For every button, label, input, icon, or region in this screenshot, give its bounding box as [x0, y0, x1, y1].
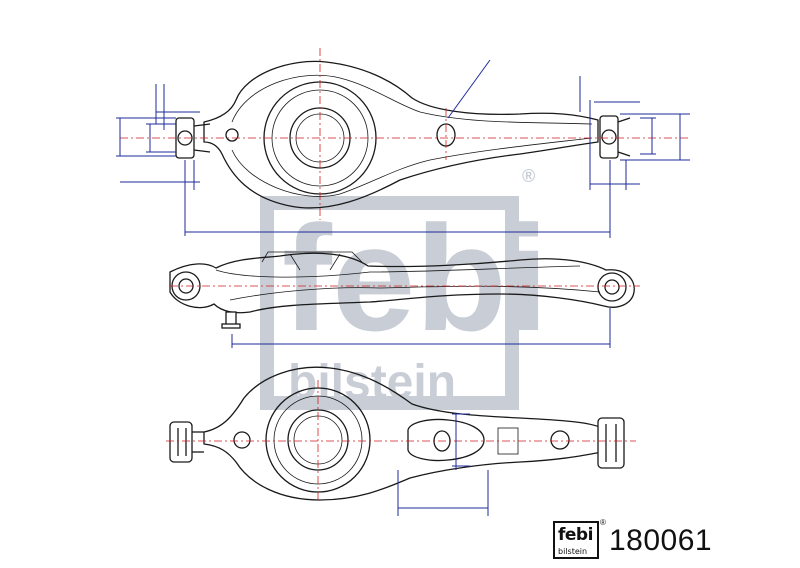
- side-view-rib: [215, 265, 601, 301]
- logo-word: febi: [558, 525, 593, 545]
- logo-registered-mark: ®: [600, 518, 606, 527]
- part-number: 180061: [609, 524, 713, 557]
- side-right-eye: [597, 272, 627, 302]
- brand-logo: febi bilstein: [553, 521, 599, 559]
- top-view: [116, 48, 690, 238]
- top-view-dimensions: [116, 59, 690, 238]
- bottom-right-clevis: [597, 417, 625, 469]
- right-clevis-pin: [601, 129, 617, 145]
- bottom-boss-left: [233, 431, 251, 449]
- bottom-view: [166, 366, 636, 516]
- bottom-boss-right: [550, 430, 570, 450]
- watermark-registered: ®: [522, 166, 535, 186]
- side-view: [169, 251, 640, 348]
- bottom-left-clevis: [169, 421, 193, 463]
- watermark-logo: febi bilstein ®: [260, 166, 549, 410]
- bottom-slot: [407, 418, 485, 462]
- watermark-sub: bilstein: [288, 356, 456, 409]
- top-view-inner-contour: [231, 74, 593, 197]
- right-clevis: [599, 115, 619, 159]
- bottom-bushing-inner: [287, 409, 349, 471]
- logo-sub: bilstein: [558, 547, 588, 556]
- watermark-frame: [260, 196, 519, 410]
- top-view-arm-outline: [203, 60, 599, 209]
- side-view-arm-outline: [169, 252, 635, 314]
- watermark-word: febi: [282, 194, 549, 362]
- boss-left: [225, 128, 239, 142]
